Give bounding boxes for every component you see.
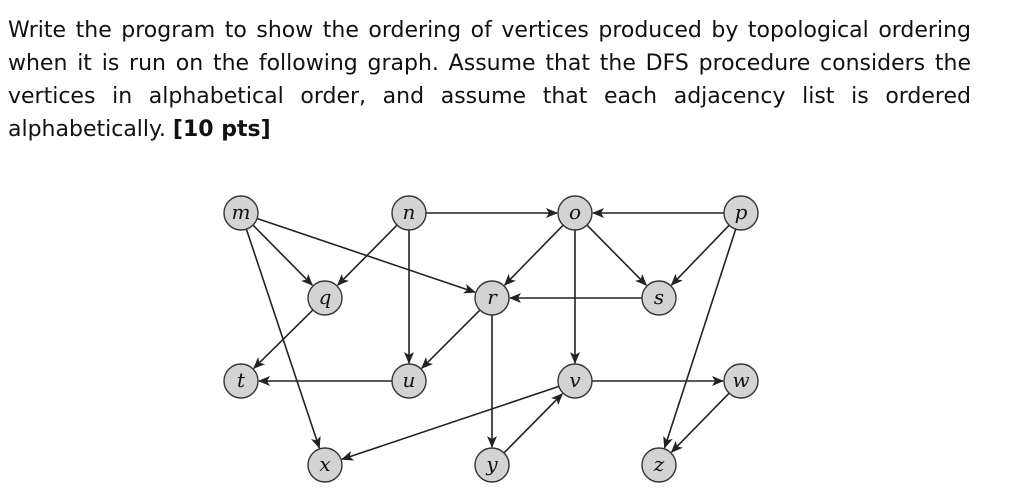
- vertex-circle: [641, 280, 677, 316]
- vertex-circle: [307, 447, 343, 483]
- vertex-t: t: [223, 363, 259, 399]
- edge-p-s: [670, 224, 730, 286]
- vertex-circle: [723, 195, 759, 231]
- vertex-circle: [474, 280, 510, 316]
- vertex-y: y: [474, 447, 510, 483]
- vertex-label: m: [232, 200, 251, 224]
- edge-r-u: [421, 309, 481, 369]
- vertex-circle: [557, 363, 593, 399]
- edge-o-r: [503, 224, 564, 286]
- vertex-s: s: [641, 280, 677, 316]
- vertex-label: p: [735, 200, 748, 224]
- vertex-n: n: [391, 195, 427, 231]
- edge-m-x: [245, 228, 321, 449]
- vertex-circle: [474, 447, 510, 483]
- vertex-label: q: [319, 285, 332, 309]
- vertex-m: m: [223, 195, 259, 231]
- vertex-q: q: [307, 280, 343, 316]
- vertex-circle: [223, 195, 259, 231]
- question-body: Write the program to show the ordering o…: [8, 18, 971, 142]
- edge-y-v: [503, 393, 564, 454]
- vertex-label: s: [654, 285, 664, 309]
- vertex-label: y: [485, 452, 498, 476]
- edge-q-t: [253, 309, 314, 370]
- vertex-o: o: [557, 195, 593, 231]
- vertex-circle: [307, 280, 343, 316]
- vertex-label: x: [319, 452, 330, 476]
- vertex-x: x: [307, 447, 343, 483]
- nodes-layer: m n o p q r s t u v w x y z: [223, 195, 759, 483]
- vertex-z: z: [641, 447, 677, 483]
- vertex-v: v: [557, 363, 593, 399]
- vertex-circle: [723, 363, 759, 399]
- edge-w-z: [670, 392, 730, 453]
- edge-p-z: [663, 228, 737, 449]
- vertex-u: u: [391, 363, 427, 399]
- edge-m-q: [252, 224, 314, 286]
- edges-layer: [245, 208, 737, 461]
- vertex-circle: [391, 363, 427, 399]
- vertex-p: p: [723, 195, 759, 231]
- vertex-circle: [557, 195, 593, 231]
- edge-v-x: [341, 385, 560, 461]
- vertex-label: u: [403, 368, 416, 392]
- vertex-label: v: [569, 368, 581, 392]
- vertex-label: t: [237, 368, 246, 392]
- question-text: Write the program to show the ordering o…: [8, 14, 971, 146]
- vertex-r: r: [474, 280, 510, 316]
- vertex-circle: [223, 363, 259, 399]
- edge-m-r: [256, 217, 476, 294]
- vertex-label: n: [403, 200, 416, 224]
- vertex-circle: [391, 195, 427, 231]
- points-label: [10 pts]: [172, 117, 271, 142]
- edge-o-s: [586, 224, 648, 286]
- vertex-label: o: [569, 200, 581, 224]
- edge-n-q: [336, 224, 398, 286]
- vertex-label: w: [732, 368, 749, 392]
- vertex-circle: [641, 447, 677, 483]
- vertex-w: w: [723, 363, 759, 399]
- vertex-label: z: [653, 452, 665, 476]
- vertex-label: r: [487, 285, 498, 309]
